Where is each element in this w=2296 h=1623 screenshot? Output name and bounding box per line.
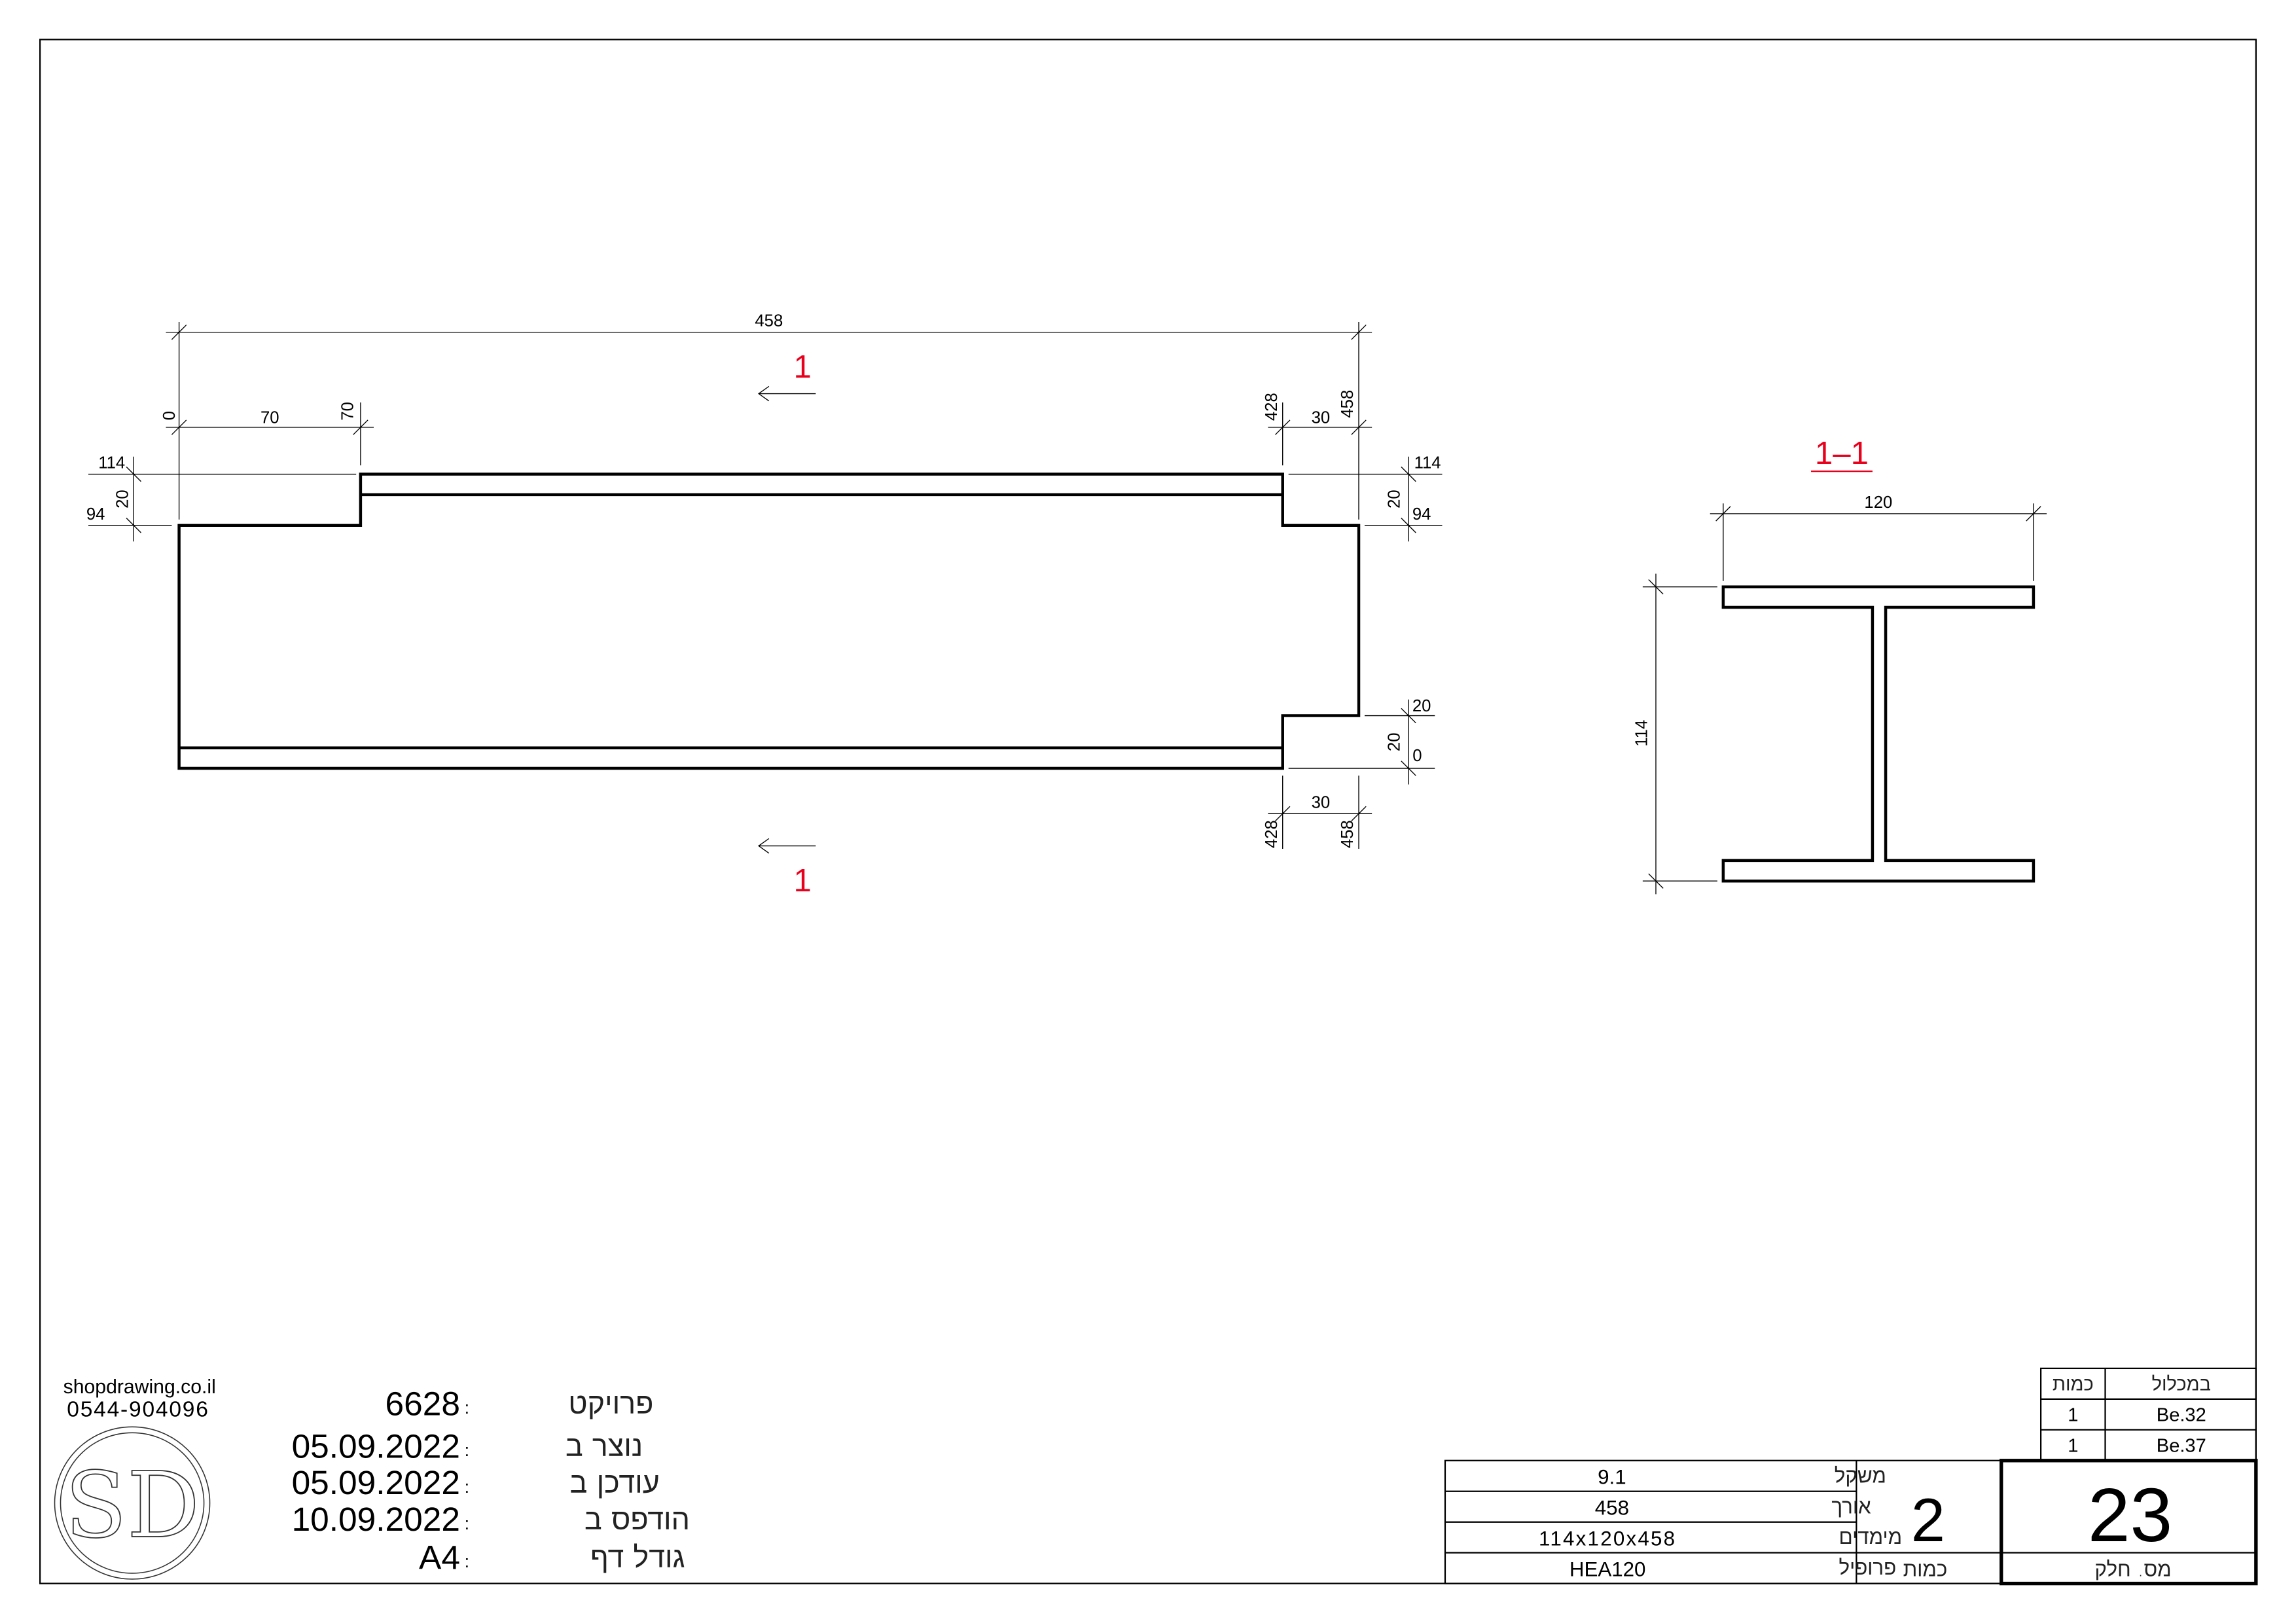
info-value: 6628: [386, 1384, 460, 1422]
dim-left-notch-end: 70: [339, 402, 357, 421]
info-label: גודל דף: [590, 1540, 685, 1575]
info-label: נוצר ב: [565, 1429, 643, 1463]
length-label: אורך: [1831, 1495, 1871, 1518]
quantity-label: כמות: [1903, 1558, 1948, 1581]
dim-left-height-step: 20: [113, 490, 132, 508]
svg-text::: :: [465, 1398, 469, 1418]
company-info: shopdrawing.co.il 0544-904096 SD: [54, 1376, 216, 1580]
assembly-qty: 1: [2068, 1435, 2078, 1456]
section-dimensions: [1642, 503, 2047, 895]
dim-left-height-top: 114: [98, 454, 125, 473]
info-row-project: 6628 : פרויקט: [386, 1384, 654, 1422]
assembly-name: Be.32: [2157, 1404, 2206, 1425]
assembly-name: Be.37: [2157, 1435, 2206, 1456]
project-info: 6628 : פרויקט 05.09.2022 : נוצר ב 05.09.…: [292, 1384, 690, 1576]
svg-text::: :: [465, 1477, 469, 1497]
weight-label: משקל: [1835, 1464, 1886, 1488]
beam-elevation: 458 0 70 70 428 30 458 114 20 94: [86, 312, 1443, 899]
dim-left-height-lower: 94: [86, 505, 105, 524]
dim-right-notch-length: 30: [1312, 408, 1331, 427]
dim-right-height-step: 20: [1386, 490, 1404, 508]
info-row-printed: 10.09.2022 : הודפס ב: [292, 1500, 690, 1538]
i-beam-profile: [1721, 585, 2036, 883]
dimension-left-heights: [88, 456, 357, 542]
assembly-table: כמות במכלול 1 Be.32 1 Be.37: [2039, 1367, 2257, 1461]
info-label: עודכן ב: [570, 1465, 660, 1500]
svg-text::: :: [465, 1440, 469, 1460]
dim-bottom-right-upper: 20: [1412, 697, 1431, 715]
info-label: הודפס ב: [584, 1502, 690, 1537]
dim-left-start: 0: [160, 411, 179, 420]
dim-overall-length: 458: [755, 312, 783, 330]
info-label: פרויקט: [568, 1386, 653, 1421]
section-arrow-bottom-icon: [758, 838, 816, 854]
section-arrow-top-icon: [758, 385, 816, 402]
dim-bottom-right-zero: 0: [1412, 747, 1422, 765]
info-row-updated: 05.09.2022 : עודכן ב: [292, 1463, 660, 1501]
section-mark-top: 1: [794, 349, 812, 385]
dimensions-label: מימדים: [1839, 1525, 1903, 1549]
dim-bottom-start: 428: [1263, 820, 1281, 848]
section-view: 1–1 120 114: [1633, 435, 2047, 895]
title-block: 9.1 משקל 458 אורך 114x120x458 מימדים HEA…: [1444, 1459, 2258, 1586]
dim-right-height-top: 114: [1414, 454, 1441, 473]
dimension-overall: [166, 321, 1372, 520]
section-height: 114: [1633, 720, 1651, 747]
part-number: 23: [2088, 1472, 2172, 1558]
company-logo: SD: [54, 1426, 211, 1580]
part-number-label: מס. חלק: [2094, 1558, 2171, 1581]
profile-label: פרופיל: [1839, 1556, 1897, 1580]
section-mark-bottom: 1: [794, 863, 812, 899]
sheet-border: [39, 39, 2257, 1584]
quantity-value: 2: [1911, 1486, 1945, 1554]
dim-bottom-end: 458: [1338, 820, 1357, 848]
dimensions-value: 114x120x458: [1539, 1527, 1676, 1550]
profile-value: HEA120: [1570, 1558, 1646, 1580]
assembly-header-qty: כמות: [2053, 1372, 2094, 1395]
info-row-page-size: A4 : גודל דף: [419, 1538, 685, 1576]
svg-text::: :: [465, 1514, 469, 1533]
section-title: 1–1: [1815, 435, 1869, 471]
length-value: 458: [1595, 1497, 1629, 1520]
svg-text:SD: SD: [65, 1452, 200, 1558]
dimension-bottom: [1268, 776, 1372, 849]
dim-right-end: 458: [1338, 390, 1357, 418]
dim-bottom-notch-length: 30: [1312, 793, 1331, 812]
info-value: 05.09.2022: [292, 1427, 460, 1465]
dim-left-notch-length: 70: [260, 408, 279, 427]
svg-text::: :: [465, 1552, 469, 1571]
section-width: 120: [1864, 493, 1892, 512]
assembly-qty: 1: [2068, 1404, 2078, 1425]
weight-value: 9.1: [1598, 1466, 1626, 1489]
company-website: shopdrawing.co.il: [63, 1376, 216, 1398]
info-value: A4: [419, 1538, 460, 1576]
dim-right-start: 428: [1263, 393, 1281, 421]
beam-outline: [177, 473, 1361, 770]
company-phone: 0544-904096: [67, 1398, 209, 1422]
dim-right-height-lower: 94: [1412, 505, 1431, 524]
dim-bottom-right-step: 20: [1386, 732, 1404, 751]
dimension-right-heights: [1288, 456, 1443, 785]
assembly-header-assembly: במכלול: [2152, 1372, 2211, 1395]
info-value: 10.09.2022: [292, 1500, 460, 1538]
info-value: 05.09.2022: [292, 1463, 460, 1501]
info-row-created: 05.09.2022 : נוצר ב: [292, 1427, 643, 1465]
